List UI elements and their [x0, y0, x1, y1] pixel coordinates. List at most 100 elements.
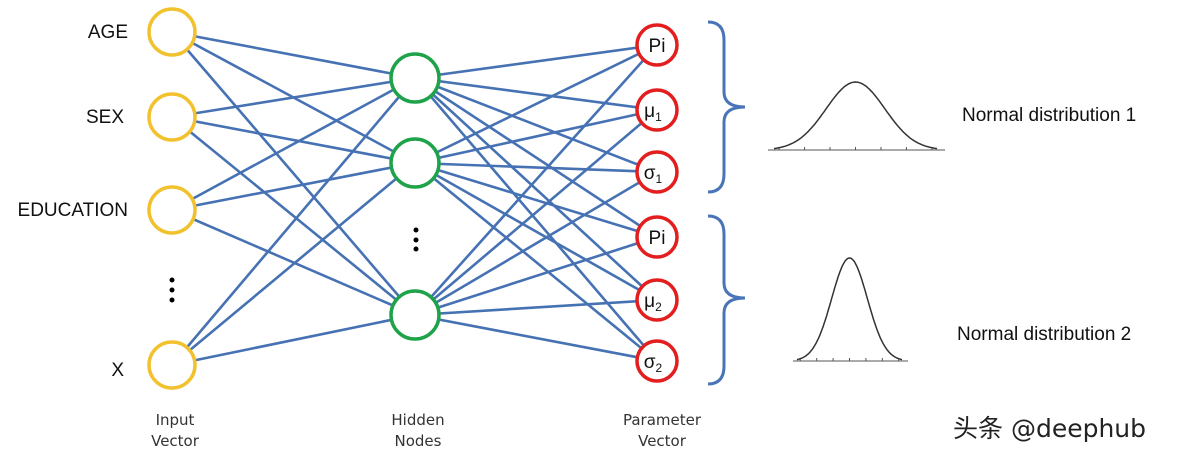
param-subscript: 2: [656, 361, 663, 375]
edge-input-hidden: [171, 115, 416, 317]
edge-input-hidden: [171, 161, 416, 212]
param-node-sigma-2: σ2: [635, 339, 679, 383]
param-node-mu-2: μ2: [635, 278, 679, 322]
edge-hidden-param: [414, 109, 658, 316]
hidden-node: [389, 52, 441, 104]
edge-input-hidden: [171, 313, 416, 367]
param-node-circle: [635, 278, 679, 322]
edge-hidden-param: [414, 43, 658, 80]
edge-input-hidden: [171, 76, 416, 212]
input-label-sex: SEX: [86, 107, 124, 128]
curve-ticks: [799, 358, 900, 361]
ellipsis-dot: [413, 246, 419, 252]
edge-hidden-param: [414, 161, 658, 363]
edge-input-hidden: [171, 162, 416, 366]
param-symbol-text: Pi: [649, 36, 666, 57]
edge-hidden-param: [414, 76, 658, 174]
edge-hidden-param: [414, 161, 658, 174]
edge-hidden-param: [414, 161, 658, 302]
param-subscript: 1: [655, 110, 662, 124]
param-node-circle: [635, 215, 679, 259]
braces: [707, 20, 746, 386]
edge-hidden-param: [414, 170, 658, 317]
edge-hidden-param: [414, 77, 658, 362]
input-caption-line1: Input: [156, 411, 195, 429]
edge-input-hidden: [171, 77, 416, 366]
param-node-circle: [635, 150, 679, 194]
param-symbol: μ2: [644, 291, 662, 314]
edge-hidden-param: [414, 298, 658, 317]
watermark: 头条 @deephub: [953, 414, 1146, 443]
ellipsis-dot: [413, 227, 419, 233]
brace-distribution-2: [707, 214, 746, 386]
param-node-circle: [635, 23, 679, 67]
param-node-pi-1: Pi: [635, 23, 679, 67]
param-symbol: Pi: [649, 228, 666, 249]
bell-curve-narrow: [796, 257, 903, 361]
distribution-label-2: Normal distribution 2: [957, 324, 1131, 345]
bell-curve-wide: [773, 81, 938, 150]
param-symbol-text: σ: [644, 163, 656, 184]
hidden-node: [389, 137, 441, 189]
param-caption-line1: Parameter: [623, 411, 702, 429]
param-subscript: 2: [655, 300, 662, 314]
hidden-ellipsis: [413, 227, 419, 252]
hidden-layer: Hidden Nodes: [389, 52, 445, 450]
edge-input-hidden: [171, 115, 416, 165]
param-caption-line2: Vector: [638, 432, 687, 450]
edge-hidden-param: [414, 235, 658, 317]
ellipsis-dot: [413, 237, 419, 243]
input-node-sex: SEX: [86, 92, 197, 142]
ellipsis-dot: [169, 287, 175, 293]
edge-input-hidden: [171, 76, 416, 119]
normal-distribution-1-plot: [768, 81, 945, 151]
input-node-age: AGE: [88, 7, 197, 57]
param-symbol-text: μ: [644, 101, 655, 122]
edge-hidden-param: [414, 76, 658, 239]
edge-hidden-param: [414, 313, 658, 363]
param-symbol: μ1: [644, 101, 662, 124]
input-node-circle: [147, 92, 197, 142]
input-node-circle: [147, 7, 197, 57]
param-node-mu-1: μ1: [635, 88, 679, 132]
param-symbol-text: σ: [644, 352, 656, 373]
edge-hidden-param: [414, 44, 658, 316]
input-label-age: AGE: [88, 22, 128, 43]
edge-hidden-param: [414, 77, 658, 301]
param-symbol: Pi: [649, 36, 666, 57]
input-caption-line2: Vector: [151, 432, 200, 450]
input-node-x: X: [111, 340, 197, 390]
hidden-node: [389, 289, 441, 341]
param-symbol-text: μ: [644, 291, 655, 312]
ellipsis-dot: [169, 297, 175, 303]
hidden-caption-line2: Nodes: [395, 432, 442, 450]
edge-hidden-param: [414, 161, 658, 239]
connection-edges: [171, 30, 658, 367]
edge-input-hidden: [171, 30, 416, 80]
normal-distribution-2-plot: [793, 257, 908, 362]
param-subscript: 1: [656, 172, 663, 186]
parameter-layer: Pi μ1 σ1 Pi μ2 σ2 Parameter Vector: [623, 23, 702, 450]
input-node-circle: [147, 185, 197, 235]
input-label-x: X: [111, 360, 124, 381]
ellipsis-dot: [169, 277, 175, 283]
edge-hidden-param: [414, 108, 658, 165]
param-node-pi-2: Pi: [635, 215, 679, 259]
param-symbol-text: Pi: [649, 228, 666, 249]
input-label-education: EDUCATION: [18, 200, 128, 221]
param-node-circle: [635, 88, 679, 132]
input-node-education: EDUCATION: [18, 185, 197, 235]
hidden-caption-line1: Hidden: [391, 411, 444, 429]
edge-hidden-param: [414, 76, 658, 112]
param-node-circle: [635, 339, 679, 383]
edge-input-hidden: [171, 31, 416, 316]
param-symbol: σ1: [644, 163, 663, 186]
param-node-sigma-1: σ1: [635, 150, 679, 194]
param-symbol: σ2: [644, 352, 663, 375]
edge-hidden-param: [414, 43, 658, 165]
brace-distribution-1: [707, 20, 746, 194]
input-ellipsis: [169, 277, 175, 303]
input-layer: AGE SEX EDUCATION X Input Vector: [18, 7, 200, 450]
distribution-label-1: Normal distribution 1: [962, 105, 1136, 126]
